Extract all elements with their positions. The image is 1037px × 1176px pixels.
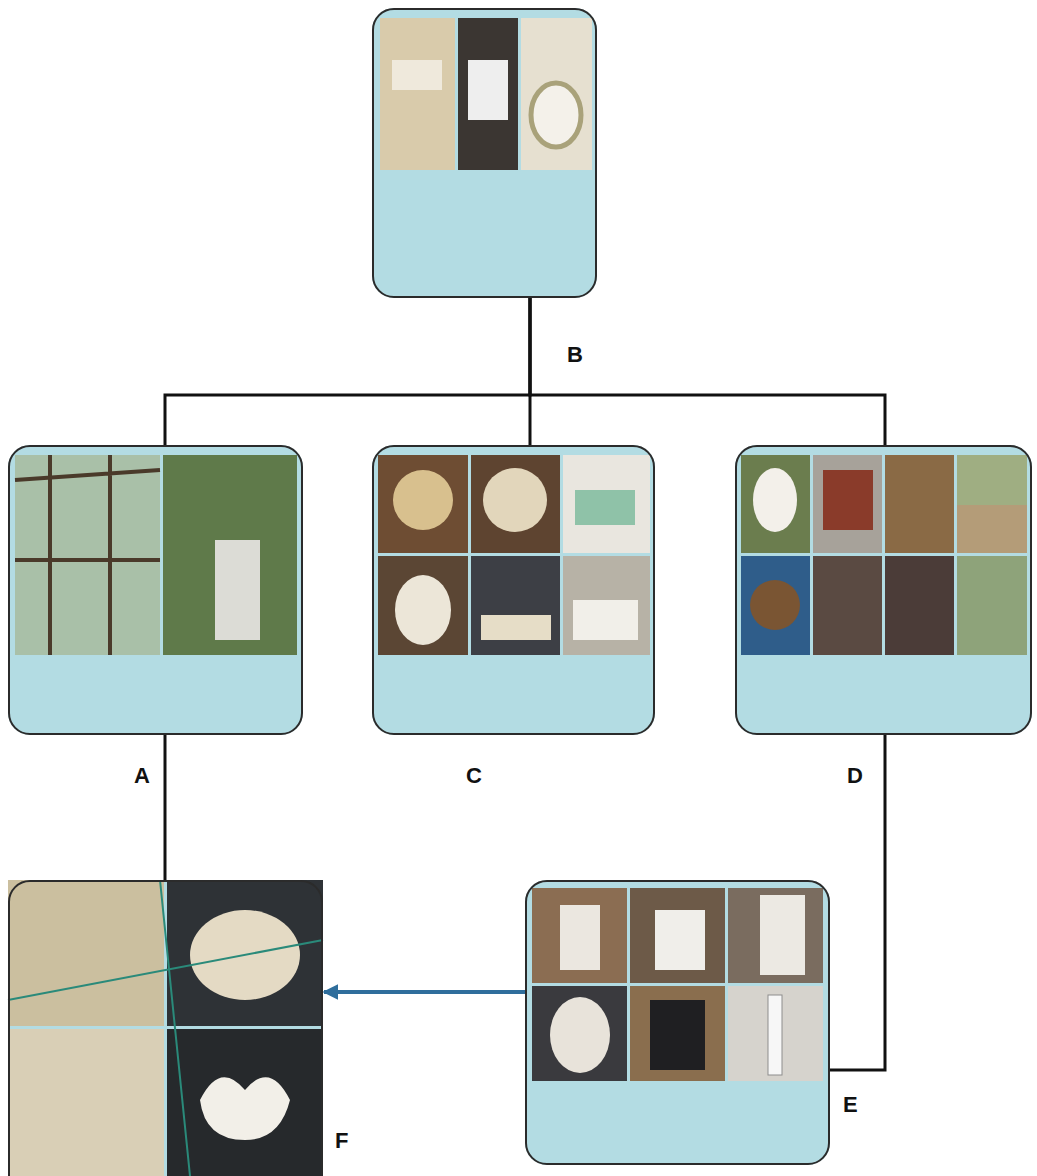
photo-detail xyxy=(550,997,610,1073)
photo xyxy=(813,556,882,655)
photo-grid xyxy=(378,455,650,655)
box-ground xyxy=(8,880,323,1176)
connector-line xyxy=(530,298,885,445)
photo-grid xyxy=(532,888,823,1081)
photo-panel: B xyxy=(372,8,597,298)
connector-line xyxy=(830,735,885,1070)
connector-line xyxy=(164,735,167,880)
box-ground xyxy=(372,8,597,298)
photo xyxy=(471,455,560,553)
photo-detail xyxy=(650,1000,705,1070)
photo-detail xyxy=(768,995,782,1075)
photo-detail xyxy=(750,580,800,630)
photo xyxy=(380,18,455,170)
photo-detail xyxy=(573,600,638,640)
photo-detail xyxy=(753,468,797,532)
photo xyxy=(378,556,468,655)
photo xyxy=(167,880,323,1026)
photo-detail xyxy=(200,1077,290,1140)
photo-detail xyxy=(215,540,260,640)
photo-detail xyxy=(760,895,805,975)
photo xyxy=(957,556,1027,655)
panel-letter: F xyxy=(335,1130,348,1152)
panel-letter: C xyxy=(466,765,482,787)
box-ground xyxy=(525,880,830,1165)
photo-detail xyxy=(575,490,635,525)
photo-detail xyxy=(483,468,547,532)
photo-detail xyxy=(957,505,1027,553)
photo xyxy=(630,986,725,1081)
photo xyxy=(563,455,650,553)
photo xyxy=(8,1029,164,1176)
photo xyxy=(885,455,954,553)
photo xyxy=(741,455,810,553)
photo-detail xyxy=(395,575,451,645)
photo xyxy=(378,455,468,553)
photo-grid xyxy=(741,455,1027,655)
photo xyxy=(163,455,297,655)
photo-strip xyxy=(380,18,592,170)
photo-detail xyxy=(393,470,453,530)
panel-letter: B xyxy=(567,344,583,366)
box-grounds xyxy=(8,8,1032,1176)
photo xyxy=(8,880,164,1026)
photo xyxy=(630,888,725,983)
panel-letter: A xyxy=(134,765,150,787)
panel-letter: E xyxy=(843,1094,858,1116)
photo xyxy=(521,18,592,170)
photo-panel: D xyxy=(735,445,1032,735)
photo-detail xyxy=(531,83,581,147)
photo xyxy=(728,986,823,1081)
connector-line xyxy=(165,298,530,445)
photo-panel: C xyxy=(372,445,655,735)
photo-panel: A xyxy=(8,445,303,735)
photo xyxy=(458,18,518,170)
photo xyxy=(532,888,627,983)
box-ground xyxy=(372,445,655,735)
box-ground xyxy=(8,445,303,735)
photo-detail xyxy=(560,905,600,970)
photo-grid xyxy=(8,880,323,1176)
photo-detail xyxy=(655,910,705,970)
photo xyxy=(813,455,882,553)
photo-panel: E xyxy=(525,880,830,1165)
photo xyxy=(885,556,954,655)
photo xyxy=(532,986,627,1081)
connector-arrow xyxy=(324,990,525,994)
photo xyxy=(471,556,560,655)
photo-detail xyxy=(15,455,160,655)
photo xyxy=(957,455,1027,553)
photo xyxy=(167,1029,323,1176)
photo-grid xyxy=(15,455,297,655)
photo xyxy=(15,455,160,655)
photo-detail xyxy=(468,60,508,120)
photo-detail xyxy=(8,880,323,1176)
photo xyxy=(563,556,650,655)
panel-letter: D xyxy=(847,765,863,787)
photo-detail xyxy=(481,615,551,640)
photo-detail xyxy=(823,470,873,530)
box-ground xyxy=(735,445,1032,735)
photo xyxy=(728,888,823,983)
photo-detail xyxy=(392,60,442,90)
photo xyxy=(741,556,810,655)
photo-panel: F xyxy=(8,880,323,1176)
